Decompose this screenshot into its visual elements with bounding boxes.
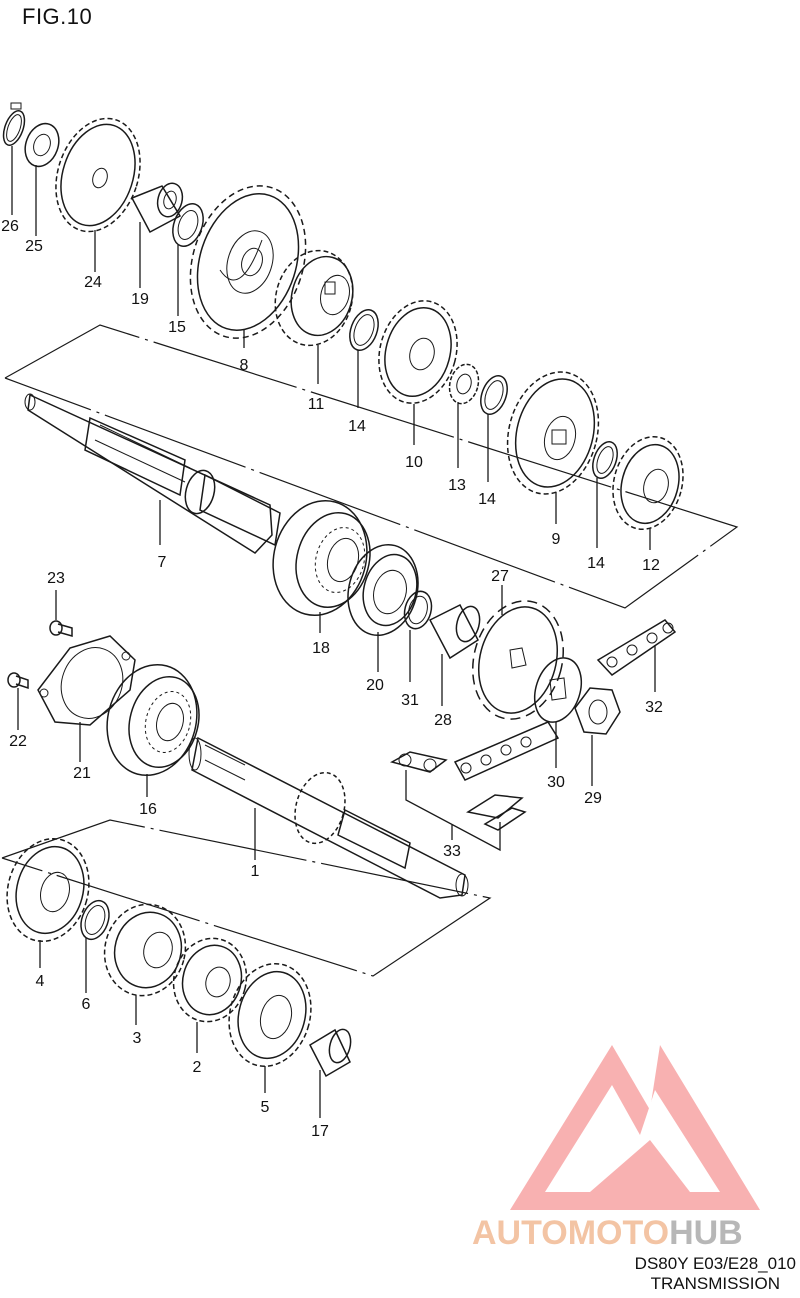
label-26: 26	[1, 218, 19, 235]
part-23-screw	[49, 590, 73, 637]
brand-part2: HUB	[669, 1214, 743, 1252]
label-10: 10	[405, 454, 423, 471]
figure-title: FIG.10	[22, 4, 93, 29]
label-33: 33	[443, 843, 461, 860]
part-33-chain-joint	[390, 751, 527, 852]
part-1-shaft	[188, 736, 469, 899]
part-14-circlip-b	[480, 375, 508, 482]
label-13: 13	[448, 477, 466, 494]
part-labels: 26 25 24 19 15 8 11 14 10 13 14 9 14 12 …	[1, 218, 663, 1140]
part-9-gear	[506, 371, 600, 524]
part-21-retainer	[37, 635, 136, 762]
lower-group-outline	[1, 819, 492, 977]
watermark-logo	[510, 1045, 760, 1210]
label-18: 18	[312, 640, 330, 657]
label-21: 21	[73, 765, 91, 782]
part-10-gear	[378, 300, 458, 445]
part-2-gear	[172, 937, 248, 1053]
chain-lower-run	[453, 721, 560, 781]
label-8: 8	[240, 357, 249, 374]
part-25-washer	[24, 122, 60, 236]
part-22-screw	[7, 672, 29, 730]
label-20: 20	[366, 677, 384, 694]
part-11-gear	[274, 249, 354, 384]
part-4-gear	[6, 837, 90, 968]
label-19: 19	[131, 291, 149, 308]
label-25: 25	[25, 238, 43, 255]
label-29: 29	[584, 790, 602, 807]
part-14-circlip-a	[349, 309, 379, 408]
label-30: 30	[547, 774, 565, 791]
label-16: 16	[139, 801, 157, 818]
label-3: 3	[133, 1030, 142, 1047]
part-26-circlip	[2, 102, 26, 215]
label-9: 9	[552, 531, 561, 548]
part-5-gear	[228, 962, 312, 1093]
part-14-circlip-c	[592, 441, 618, 548]
label-15: 15	[168, 319, 186, 336]
label-17: 17	[311, 1123, 329, 1140]
label-27: 27	[491, 568, 509, 585]
part-6-circlip	[80, 899, 110, 993]
part-29-nut	[574, 687, 621, 786]
part-31-o-ring	[403, 590, 433, 682]
part-20-oil-seal	[347, 543, 419, 672]
part-16-bearing	[106, 663, 200, 797]
label-6: 6	[82, 996, 91, 1013]
part-8-gear	[189, 185, 307, 348]
label-14b: 14	[478, 491, 496, 508]
diagram-caption: TRANSMISSION	[650, 1274, 780, 1293]
label-2: 2	[193, 1059, 202, 1076]
watermark-brand: AUTOMOTOHUB	[472, 1214, 743, 1253]
part-32-chain	[596, 619, 677, 692]
part-19-bushing	[130, 182, 184, 288]
label-5: 5	[261, 1099, 270, 1116]
label-1: 1	[251, 863, 260, 880]
part-27-sprocket	[472, 585, 564, 720]
label-22: 22	[9, 733, 27, 750]
part-7-shaft	[24, 393, 281, 554]
part-30-washer	[533, 657, 583, 768]
part-3-gear	[103, 903, 187, 1025]
part-15-washer	[172, 203, 204, 316]
label-12: 12	[642, 557, 660, 574]
part-17-bushing	[309, 1028, 352, 1118]
label-24: 24	[84, 274, 102, 291]
part-18-bearing	[272, 499, 371, 633]
model-code: DS80Y E03/E28_010	[634, 1254, 796, 1273]
label-4: 4	[36, 973, 45, 990]
part-24-gear	[55, 117, 141, 272]
label-28: 28	[434, 712, 452, 729]
brand-part1: AUTOMOTO	[472, 1214, 670, 1252]
label-7: 7	[158, 554, 167, 571]
part-28-spacer	[428, 603, 481, 706]
label-23: 23	[47, 570, 65, 587]
label-14a: 14	[348, 418, 366, 435]
label-31: 31	[401, 692, 419, 709]
upper-group-outline	[4, 324, 739, 609]
label-32: 32	[645, 699, 663, 716]
label-14c: 14	[587, 555, 605, 572]
part-13-washer	[448, 363, 480, 468]
label-11: 11	[308, 396, 325, 413]
